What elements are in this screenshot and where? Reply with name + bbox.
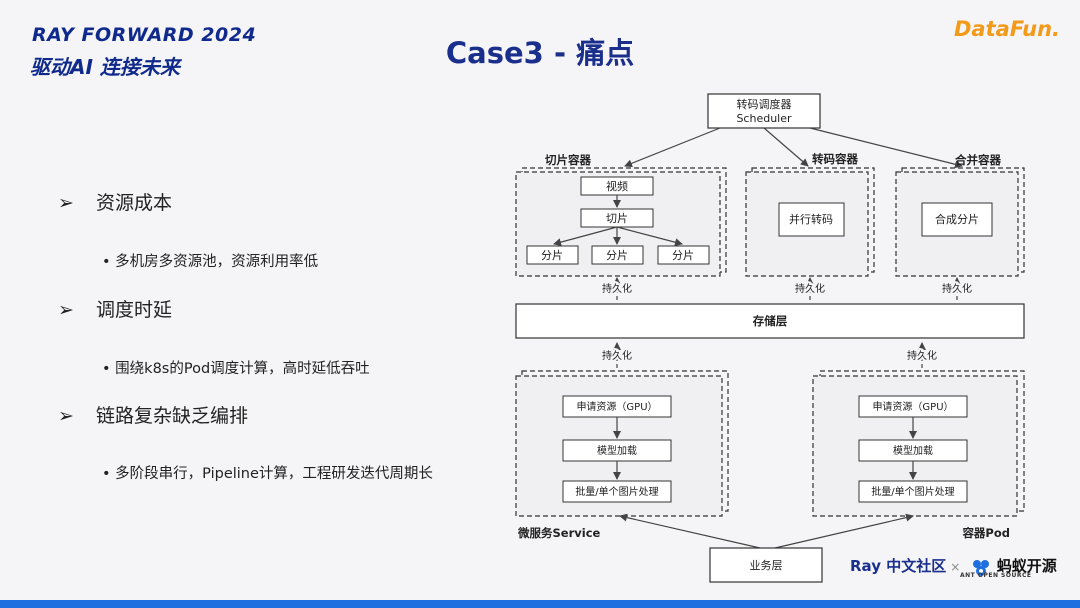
batch-label: 批量/单个图片处理 (871, 485, 954, 498)
footer-logos: Ray 中文社区× 蚂蚁开源 ANT OPEN SOURCE (850, 555, 1057, 579)
arrow-scheduler-slice (624, 127, 721, 168)
req-resource-label: 申请资源（GPU） (872, 400, 953, 413)
dot-icon: • (102, 254, 111, 270)
footer-bar (0, 600, 1080, 608)
dot-icon: • (102, 466, 111, 482)
storage-layer-box (515, 303, 1025, 339)
persist-label: 持久化 (602, 349, 632, 362)
bullet-heading: ➢ 链路复杂缺乏编排 (58, 401, 248, 428)
ray-community-logo: Ray 中文社区 (850, 557, 947, 575)
bullet-heading-text: 链路复杂缺乏编排 (96, 405, 249, 427)
micro-service-label: 微服务Service (517, 526, 601, 540)
bullet-sub: • 围绕k8s的Pod调度计算，高时延低吞吐 (102, 357, 370, 378)
arrow-scheduler-transcode (763, 127, 809, 167)
arrow-business-service (619, 513, 761, 549)
times-icon: × (950, 560, 961, 574)
load-model-label: 模型加载 (597, 444, 637, 457)
shard-box-2 (591, 245, 644, 265)
container-pod-label: 容器Pod (961, 526, 1010, 540)
load-model-label: 模型加载 (893, 444, 933, 457)
arrow-icon: ➢ (58, 405, 74, 427)
bullet-heading: ➢ 调度时延 (58, 295, 172, 322)
storage-layer-label: 存储层 (753, 314, 788, 328)
persist-label: 持久化 (795, 282, 825, 295)
batch-box-right (858, 480, 968, 503)
dot-icon: • (102, 361, 111, 377)
bullet-sub: • 多机房多资源池，资源利用率低 (102, 250, 318, 271)
persist-label: 持久化 (907, 349, 937, 362)
req-resource-label: 申请资源（GPU） (576, 400, 657, 413)
arrow-slice-shard-1 (553, 226, 618, 247)
arrow-business-pod (774, 513, 914, 549)
bullet-sub-text: 多阶段串行，Pipeline计算，工程研发迭代周期长 (115, 466, 433, 482)
arrow-scheduler-merge (809, 127, 963, 169)
datafun-logo: DataFun. (954, 17, 1061, 41)
shard-box-1 (526, 245, 579, 265)
transcode-container-label: 转码容器 (812, 152, 858, 166)
merge-shard-label: 合成分片 (935, 212, 979, 226)
bullet-heading-text: 资源成本 (96, 192, 173, 214)
bullet-sub: • 多阶段串行，Pipeline计算，工程研发迭代周期长 (102, 462, 433, 483)
bullet-heading: ➢ 资源成本 (58, 188, 172, 215)
slice-label: 切片 (606, 212, 628, 225)
arrow-icon: ➢ (58, 299, 74, 321)
persist-label: 持久化 (942, 282, 972, 295)
merge-shard-box (921, 202, 993, 237)
parallel-transcode-box (778, 202, 845, 237)
brand-slogan: 驱动AI 连接未来 (30, 55, 180, 79)
scheduler-label: 转码调度器 (737, 97, 792, 111)
video-label: 视频 (606, 179, 628, 193)
ant-name: 蚂蚁开源 (996, 557, 1057, 576)
scheduler-sublabel: Scheduler (736, 112, 792, 125)
batch-label: 批量/单个图片处理 (575, 485, 658, 498)
persist-label: 持久化 (602, 282, 632, 295)
business-layer-label: 业务层 (750, 559, 783, 572)
business-layer-box (709, 547, 823, 583)
shard-label: 分片 (541, 249, 563, 262)
shard-label: 分片 (672, 249, 694, 262)
batch-box-left (562, 480, 672, 503)
ant-open-source-logo: 蚂蚁开源 (970, 555, 1057, 578)
parallel-transcode-label: 并行转码 (789, 212, 833, 226)
ant-subtitle: ANT OPEN SOURCE (960, 572, 1032, 579)
merge-container-label: 合并容器 (955, 153, 1001, 167)
arrow-slice-shard-3 (616, 226, 683, 247)
brand-title: RAY FORWARD 2024 (32, 24, 257, 46)
slide-title: Case3 - 痛点 (445, 36, 635, 70)
scheduler-box (707, 93, 821, 129)
bullet-sub-text: 多机房多资源池，资源利用率低 (115, 254, 319, 270)
ant-icon (972, 559, 989, 576)
bullet-heading-text: 调度时延 (96, 299, 173, 321)
bullet-sub-text: 围绕k8s的Pod调度计算，高时延低吞吐 (115, 361, 370, 377)
slice-container-label: 切片容器 (545, 153, 591, 167)
arrow-icon: ➢ (58, 192, 74, 214)
shard-label: 分片 (606, 249, 628, 262)
shard-box-3 (657, 245, 710, 265)
